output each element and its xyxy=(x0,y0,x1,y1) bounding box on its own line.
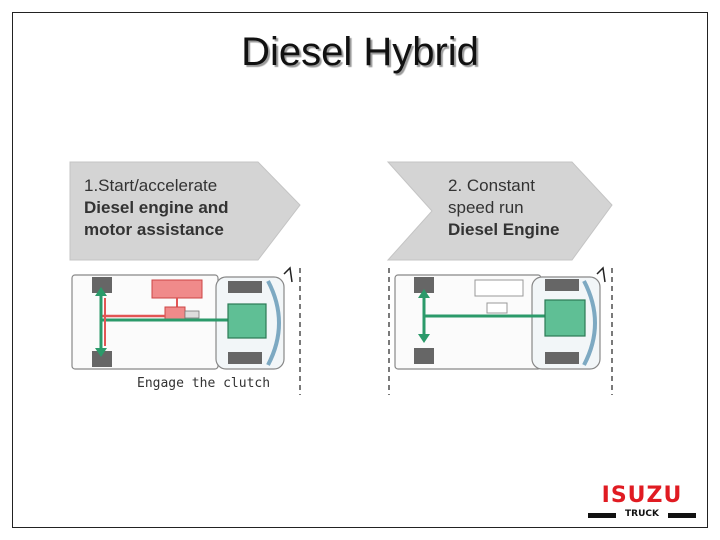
chassis-1 xyxy=(71,266,301,395)
clutch-caption: Engage the clutch xyxy=(137,376,271,391)
wheel xyxy=(92,351,112,367)
wheel xyxy=(414,348,434,364)
logo-brand: ISUZU xyxy=(601,483,683,508)
mode-2-line3: Diesel Engine xyxy=(448,220,560,239)
mode-1-line3: motor assistance xyxy=(84,220,224,239)
wheel xyxy=(414,277,434,293)
wheel xyxy=(228,352,262,364)
chassis-2 xyxy=(388,266,613,395)
slide-frame xyxy=(12,12,708,528)
isuzu-logo: ISUZU TRUCK xyxy=(586,483,698,523)
mode-2-text: 2. Constant speed run Diesel Engine xyxy=(448,175,608,241)
logo-sub-band: TRUCK xyxy=(586,509,698,521)
mode-2-step: 2. Constant xyxy=(448,176,535,195)
mode-2-banner xyxy=(386,161,613,261)
logo-sub: TRUCK xyxy=(616,509,668,519)
motor-block xyxy=(164,306,186,321)
wheel xyxy=(92,277,112,293)
motor-block xyxy=(486,302,508,314)
slide-title: Diesel Hybrid xyxy=(241,30,479,74)
wheel xyxy=(545,279,579,291)
engine-block xyxy=(227,303,267,339)
mode-1-step: 1.Start/accelerate xyxy=(84,176,218,195)
battery-block xyxy=(151,279,203,299)
battery-block xyxy=(474,279,524,297)
mode-1-banner xyxy=(69,161,301,261)
mode-1-text: 1.Start/accelerate Diesel engine and mot… xyxy=(84,175,284,241)
mode-2-line2: speed run xyxy=(448,198,524,217)
mode-1-line2: Diesel engine and xyxy=(84,198,229,217)
wheel xyxy=(545,352,579,364)
wheel xyxy=(228,281,262,293)
engine-block xyxy=(544,299,586,337)
